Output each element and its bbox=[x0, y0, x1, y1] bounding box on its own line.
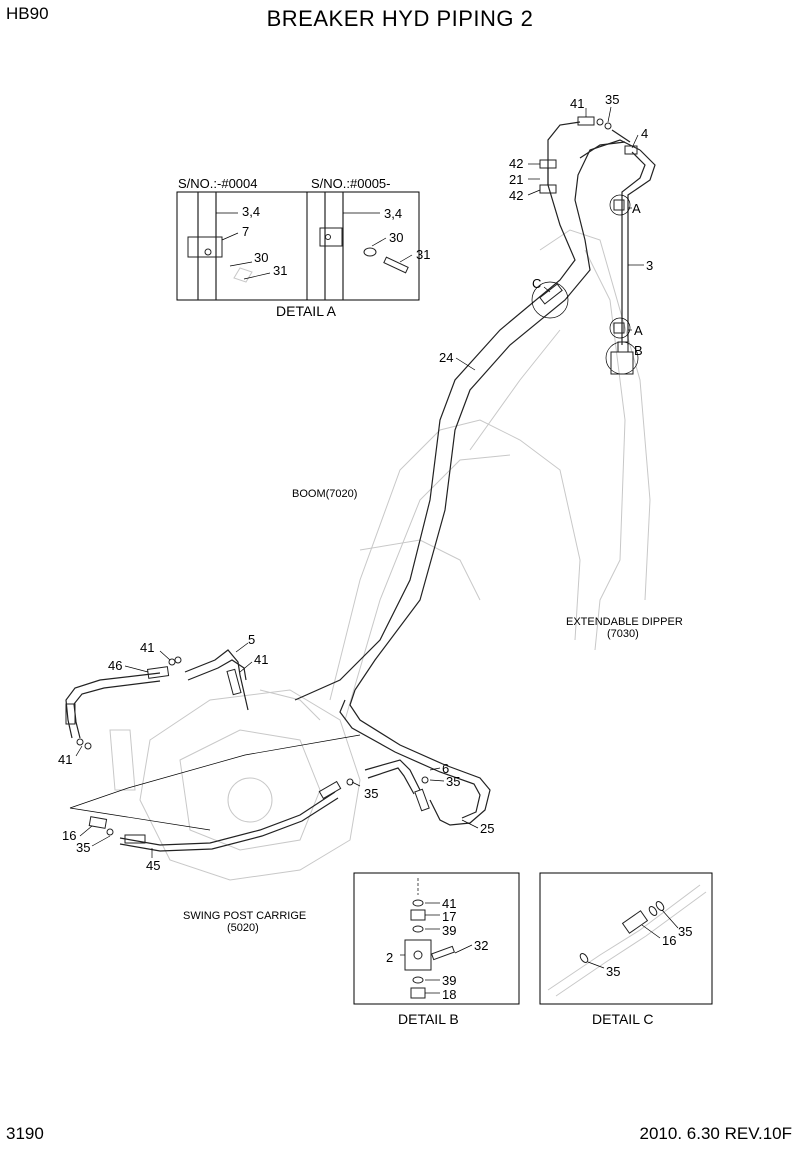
pipe-5 bbox=[184, 649, 249, 711]
detail-b-label-2: 2 bbox=[386, 950, 393, 965]
callout-45: 45 bbox=[146, 858, 160, 873]
detail-c-label-35b: 35 bbox=[606, 964, 620, 979]
detail-a-left-serial: S/NO.:-#0004 bbox=[178, 176, 258, 191]
fittings-top bbox=[577, 116, 638, 155]
detail-a-right-drawing bbox=[319, 192, 413, 300]
detail-b-label-39b: 39 bbox=[442, 973, 456, 988]
boom-label: BOOM(7020) bbox=[292, 488, 357, 500]
callout-35-lowleft: 35 bbox=[76, 840, 90, 855]
pipe-25 bbox=[339, 689, 491, 826]
detail-a-left-drawing bbox=[187, 192, 271, 300]
detail-c-label-35a: 35 bbox=[678, 924, 692, 939]
hose-45 bbox=[88, 778, 354, 852]
pipe-3 bbox=[579, 129, 656, 345]
callout-42-lower: 42 bbox=[509, 188, 523, 203]
page-number: 3190 bbox=[6, 1124, 44, 1143]
detail-c-caption: DETAIL C bbox=[592, 1011, 653, 1027]
clamp-a-lower bbox=[609, 317, 631, 339]
callout-25: 25 bbox=[480, 821, 494, 836]
callout-a-upper: A bbox=[632, 201, 641, 216]
callout-41-hose46: 41 bbox=[140, 640, 154, 655]
callout-b: B bbox=[634, 343, 643, 358]
callout-42-upper: 42 bbox=[509, 156, 523, 171]
callout-41-top: 41 bbox=[570, 96, 584, 111]
callout-24: 24 bbox=[439, 350, 453, 365]
swing-post-label-line2: (5020) bbox=[227, 922, 259, 934]
hose-24 bbox=[294, 121, 641, 701]
model-code: HB90 bbox=[6, 4, 49, 23]
dipper-label-line1: EXTENDABLE DIPPER bbox=[566, 616, 683, 628]
callout-46: 46 bbox=[108, 658, 122, 673]
callout-35-pipe6: 35 bbox=[446, 774, 460, 789]
detail-a-right-serial: S/NO.:#0005- bbox=[311, 176, 391, 191]
detail-a-right-label-3: 31 bbox=[416, 247, 430, 262]
callout-3: 3 bbox=[646, 258, 653, 273]
detail-b-box bbox=[353, 872, 520, 1005]
page-title: BREAKER HYD PIPING 2 bbox=[266, 6, 534, 31]
lower-right-leader-lines bbox=[351, 767, 479, 829]
detail-b-label-41: 41 bbox=[442, 896, 456, 911]
hose-46 bbox=[65, 656, 182, 750]
detail-b-caption: DETAIL B bbox=[398, 1011, 459, 1027]
callout-41-lowleft: 41 bbox=[58, 752, 72, 767]
detail-a-left-label-1: 3,4 bbox=[242, 204, 260, 219]
detail-a-left-label-3: 30 bbox=[254, 250, 268, 265]
pipe-6 bbox=[364, 759, 430, 812]
swing-post-label-line1: SWING POST CARRIGE bbox=[183, 910, 306, 922]
detail-b-label-32: 32 bbox=[474, 938, 488, 953]
callout-35-top: 35 bbox=[605, 92, 619, 107]
dipper-label-line2: (7030) bbox=[607, 628, 639, 640]
detail-a-box bbox=[176, 191, 420, 301]
callout-35-hose45: 35 bbox=[364, 786, 378, 801]
detail-c-box bbox=[539, 872, 713, 1005]
swing-reference-lines bbox=[69, 734, 361, 831]
block-b bbox=[605, 341, 639, 375]
detail-a-right-label-1: 3,4 bbox=[384, 206, 402, 221]
detail-c-drawing bbox=[547, 884, 707, 997]
callout-41-pipe5: 41 bbox=[254, 652, 268, 667]
callout-16-lowleft: 16 bbox=[62, 828, 76, 843]
callout-21: 21 bbox=[509, 172, 523, 187]
detail-c-label-16: 16 bbox=[662, 933, 676, 948]
detail-a-caption: DETAIL A bbox=[276, 303, 337, 319]
top-leader-lines bbox=[455, 106, 644, 371]
callout-4: 4 bbox=[641, 126, 648, 141]
lower-left-leader-lines bbox=[75, 642, 253, 858]
detail-b-drawing bbox=[400, 878, 473, 999]
clamp-a-upper bbox=[609, 194, 631, 216]
machine-outline bbox=[109, 229, 651, 881]
callout-a-lower: A bbox=[634, 323, 643, 338]
detail-b-label-39: 39 bbox=[442, 923, 456, 938]
detail-a-left-label-2: 7 bbox=[242, 224, 249, 239]
detail-a-left-label-4: 31 bbox=[273, 263, 287, 278]
callout-c: C bbox=[532, 276, 541, 291]
revision-date: 2010. 6.30 REV.10F bbox=[639, 1124, 793, 1143]
detail-b-label-17: 17 bbox=[442, 909, 456, 924]
detail-a-right-label-2: 30 bbox=[389, 230, 403, 245]
callout-5: 5 bbox=[248, 632, 255, 647]
callout-6: 6 bbox=[442, 761, 449, 776]
detail-b-label-18: 18 bbox=[442, 987, 456, 1002]
